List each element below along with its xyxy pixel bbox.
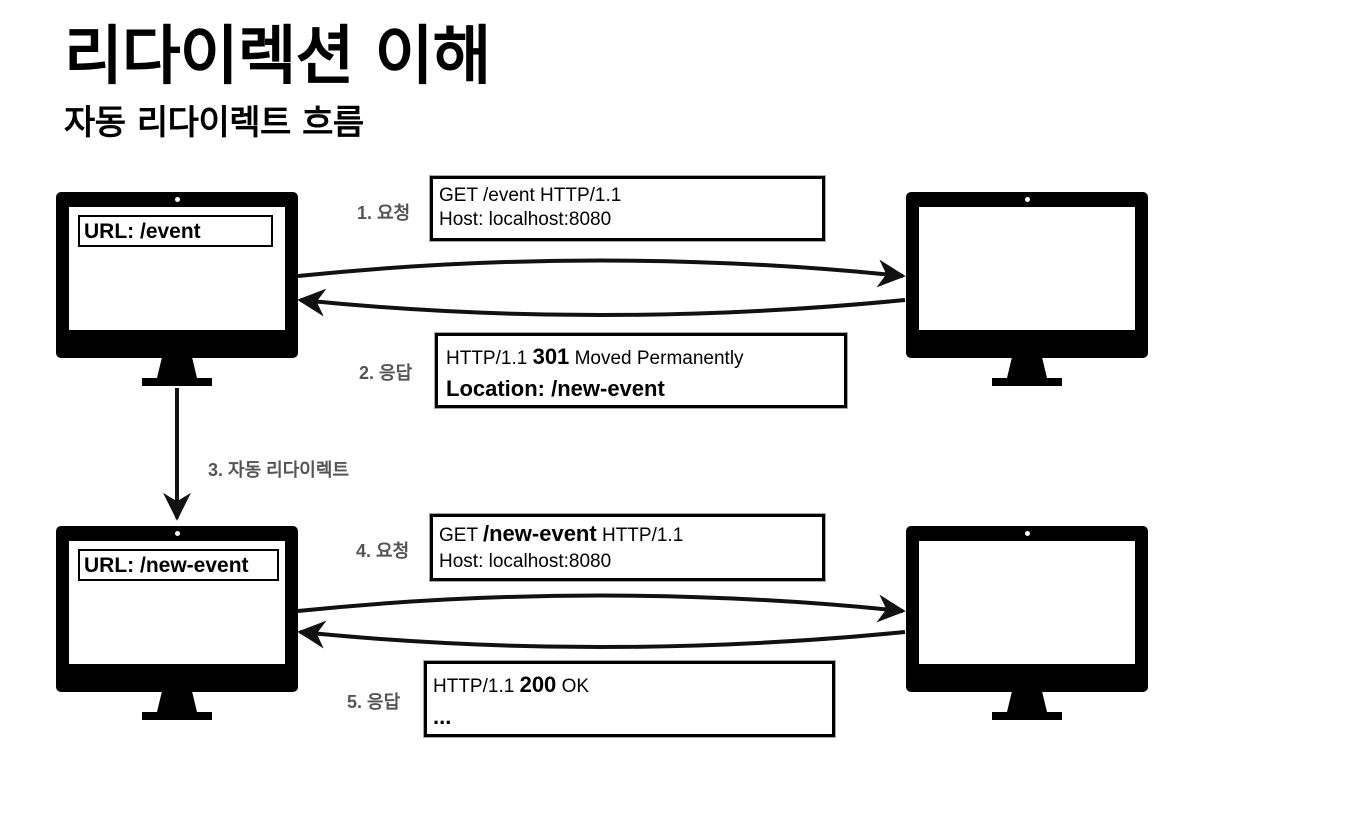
- response-message-2: HTTP/1.1 200 OK ...: [424, 661, 835, 737]
- client-monitor-1: URL: /event: [56, 192, 298, 388]
- host-header: Host: localhost:8080: [439, 551, 612, 572]
- request-message-2: GET /new-event HTTP/1.1 Host: localhost:…: [430, 514, 825, 581]
- server-monitor-2: [906, 526, 1148, 722]
- client-monitor-2: URL: /new-event: [56, 526, 298, 722]
- monitor-stand: [157, 692, 197, 712]
- response-arrow-2: [297, 620, 906, 649]
- monitor-screen: URL: /event: [69, 207, 285, 330]
- request-message-1: GET /event HTTP/1.1 Host: localhost:8080: [430, 176, 825, 241]
- request-arrow-2: [297, 593, 906, 623]
- camera-dot: [1025, 197, 1030, 202]
- step-4-label: 4. 요청: [356, 541, 410, 561]
- page-title: 리다이렉션 이해: [64, 20, 491, 94]
- response-body: ...: [433, 704, 452, 729]
- monitor-stand: [1007, 358, 1047, 378]
- camera-dot: [175, 531, 180, 536]
- request-line: GET /new-event HTTP/1.1: [439, 521, 684, 546]
- server-monitor-1: [906, 192, 1148, 388]
- host-header: Host: localhost:8080: [439, 209, 612, 230]
- step-2-label: 2. 응답: [359, 363, 413, 383]
- monitor-screen: URL: /new-event: [69, 541, 285, 664]
- monitor-base: [142, 712, 212, 720]
- request-arrow-1: [297, 258, 906, 288]
- response-arrow-1: [297, 288, 906, 317]
- response-message-1: HTTP/1.1 301 Moved Permanently Location:…: [435, 333, 847, 408]
- monitor-screen: [919, 541, 1135, 664]
- status-line: HTTP/1.1 200 OK: [433, 672, 590, 697]
- monitor-base: [992, 712, 1062, 720]
- step-5-label: 5. 응답: [347, 692, 401, 712]
- url-bar[interactable]: URL: /new-event: [78, 549, 279, 581]
- monitor-stand: [1007, 692, 1047, 712]
- monitor-stand: [157, 358, 197, 378]
- status-line: HTTP/1.1 301 Moved Permanently: [446, 344, 744, 369]
- request-line: GET /event HTTP/1.1: [439, 185, 622, 206]
- url-bar[interactable]: URL: /event: [78, 215, 273, 247]
- step-3-label: 3. 자동 리다이렉트: [208, 460, 349, 480]
- monitor-base: [992, 378, 1062, 386]
- step-1-label: 1. 요청: [357, 203, 411, 223]
- camera-dot: [175, 197, 180, 202]
- location-header: Location: /new-event: [446, 376, 665, 401]
- monitor-base: [142, 378, 212, 386]
- camera-dot: [1025, 531, 1030, 536]
- monitor-screen: [919, 207, 1135, 330]
- page-subtitle: 자동 리다이렉트 흐름: [64, 103, 364, 143]
